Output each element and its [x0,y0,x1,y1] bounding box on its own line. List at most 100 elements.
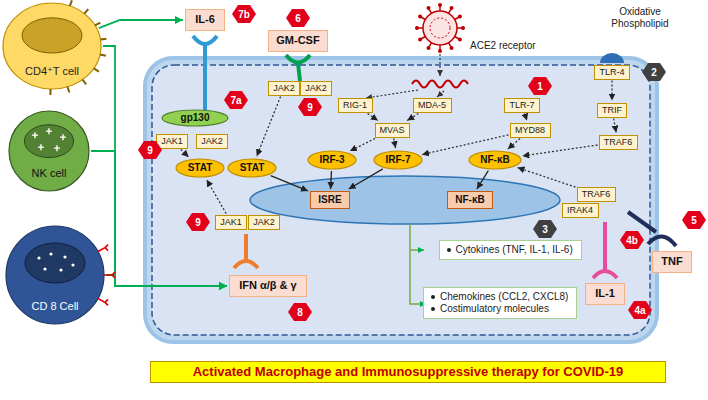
node-text: TNF [661,255,682,268]
virus-spike [427,6,431,10]
interferon-box: IFN α/β & γ [229,275,307,297]
text-row: gp130 [181,112,210,124]
transcription-factor-oval: STAT [227,158,277,178]
ace2-rna [412,81,468,88]
text-row: NK cell [32,167,67,180]
transcription-factor-oval: NF-κB [468,150,522,170]
virus-spike [418,15,422,19]
surface-receptor [104,272,115,278]
transcription-factor-oval: STAT [175,158,225,178]
signal-protein-box: MYD88 [510,123,551,138]
text-row: NF-κB [455,194,484,206]
granule [60,134,66,140]
cytokine-box: IL-6 [185,9,225,31]
text-row: JAK2 [273,83,295,94]
node-text: TRAF6 [582,189,611,200]
text-row: TRAF6 [604,137,633,148]
signal-connector [91,151,227,286]
node-text: Cytokines (TNF, IL-1, IL-6) [456,244,573,256]
gmcsf-receptor [298,63,300,81]
surface-receptor [100,38,106,41]
macrophage-membrane [145,58,657,342]
text-row: Cytokines (TNF, IL-1, IL-6) [447,244,573,256]
bullet [447,248,451,252]
text-row: STAT [188,162,213,174]
signal-protein-box: RIG-1 [338,98,373,113]
node-text: RIG-1 [343,100,367,111]
ifn-receptor [234,261,258,268]
granule [54,145,60,151]
surface-receptor [84,9,88,14]
outline [374,151,422,169]
tnf-receptor [628,212,656,232]
outline [162,110,228,126]
node-outline [8,110,90,192]
granule [32,132,38,138]
node-text: NF-κB [455,194,484,206]
node-text: TRAF6 [604,137,633,148]
text-row: JAK2 [305,83,327,94]
text-row: CD 8 Cell [31,300,78,313]
signal-connector [257,97,281,157]
text-row: IRF-3 [320,154,345,166]
cytokine-box: TNF [652,251,692,273]
signal-connector [407,114,418,121]
text-row: JAK2 [253,217,275,228]
granule [37,256,40,259]
callout-number: 7b [232,5,256,23]
node-text: STAT [188,162,213,174]
signal-protein-box: JAK1 [156,134,188,149]
signal-connector [350,139,375,152]
annotation-label: Oxidative Phospholipid [598,6,682,30]
signal-protein-box: MVAS [375,123,410,138]
callout-number: 6 [286,9,310,27]
gmcsf-receptor [286,55,310,63]
node-text: IL-6 [195,13,215,26]
nuclear-element-box: ISRE [310,191,350,209]
surface-receptor [98,245,108,252]
outline [228,159,276,177]
transcription-factor-oval: IRF-7 [373,150,423,170]
virus [423,11,457,45]
signal-connector [508,139,520,150]
text-row: ISRE [318,194,341,206]
il6-receptor [193,36,217,44]
node-text: TLR-4 [599,67,624,78]
node-text: Chemokines (CCL2, CXCL8) [440,291,568,303]
cytokine-box: GM-CSF [268,30,328,52]
surface-receptor [98,298,108,305]
granule [71,263,74,266]
node-text: TRIF [602,105,622,116]
virus-core [430,18,450,38]
signal-connector [522,145,597,156]
gp130-oval: gp130 [161,109,229,127]
node-text: CD4⁺T cell [25,65,79,78]
signal-connector [394,139,396,149]
tnf-receptor [648,236,676,246]
granule [49,252,52,255]
ifn-receptor [244,234,248,262]
surface-receptor [67,87,69,93]
text-row: MVAS [380,125,405,136]
granule [59,268,62,271]
outline [469,151,521,169]
text-row: NF-κB [480,154,509,166]
macrophage-cytoplasm [152,65,650,335]
virus-spike [427,46,431,50]
virus-spike [450,46,454,50]
outline [308,151,356,169]
rna-arrow [437,91,444,97]
outline [6,226,104,324]
node-text: JAK2 [273,83,295,94]
text-row: MYD88 [515,125,545,136]
text-row: GM-CSF [276,34,319,47]
surface-receptor [95,23,100,26]
text-row: Costimulatory molecules [431,303,549,315]
output-box: Cytokines (TNF, IL-1, IL-6) [439,240,582,260]
node-text: gp130 [181,112,210,124]
node-text: NK cell [32,167,67,180]
surface-receptor [94,68,99,71]
node-text: CD 8 Cell [31,300,78,313]
bullet [431,307,435,311]
output-leader [410,249,424,251]
